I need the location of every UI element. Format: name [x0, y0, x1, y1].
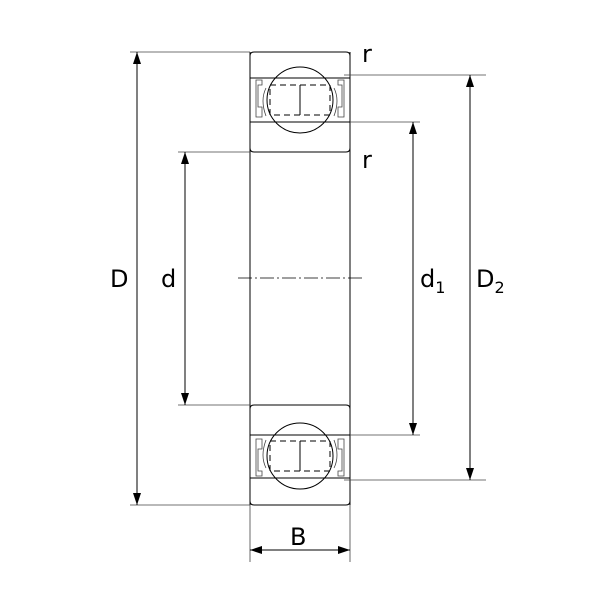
seal-bottom	[255, 438, 345, 477]
extension-lines	[130, 51, 486, 562]
label-r-top: r	[362, 40, 372, 68]
inner-ring-top	[249, 121, 351, 153]
label-d1: d1	[420, 265, 445, 297]
outer-ring-bottom	[249, 477, 351, 506]
label-r-bottom: r	[362, 146, 372, 174]
ball-bottom	[266, 422, 334, 490]
seal-top	[255, 79, 345, 118]
label-d: d	[161, 265, 176, 293]
outer-ring-top	[249, 51, 351, 79]
label-D: D	[110, 265, 128, 293]
ball-top	[266, 66, 334, 134]
label-B: B	[290, 523, 306, 551]
label-D2: D2	[476, 265, 505, 297]
inner-ring-bottom	[249, 404, 351, 436]
bearing-section	[238, 51, 362, 506]
